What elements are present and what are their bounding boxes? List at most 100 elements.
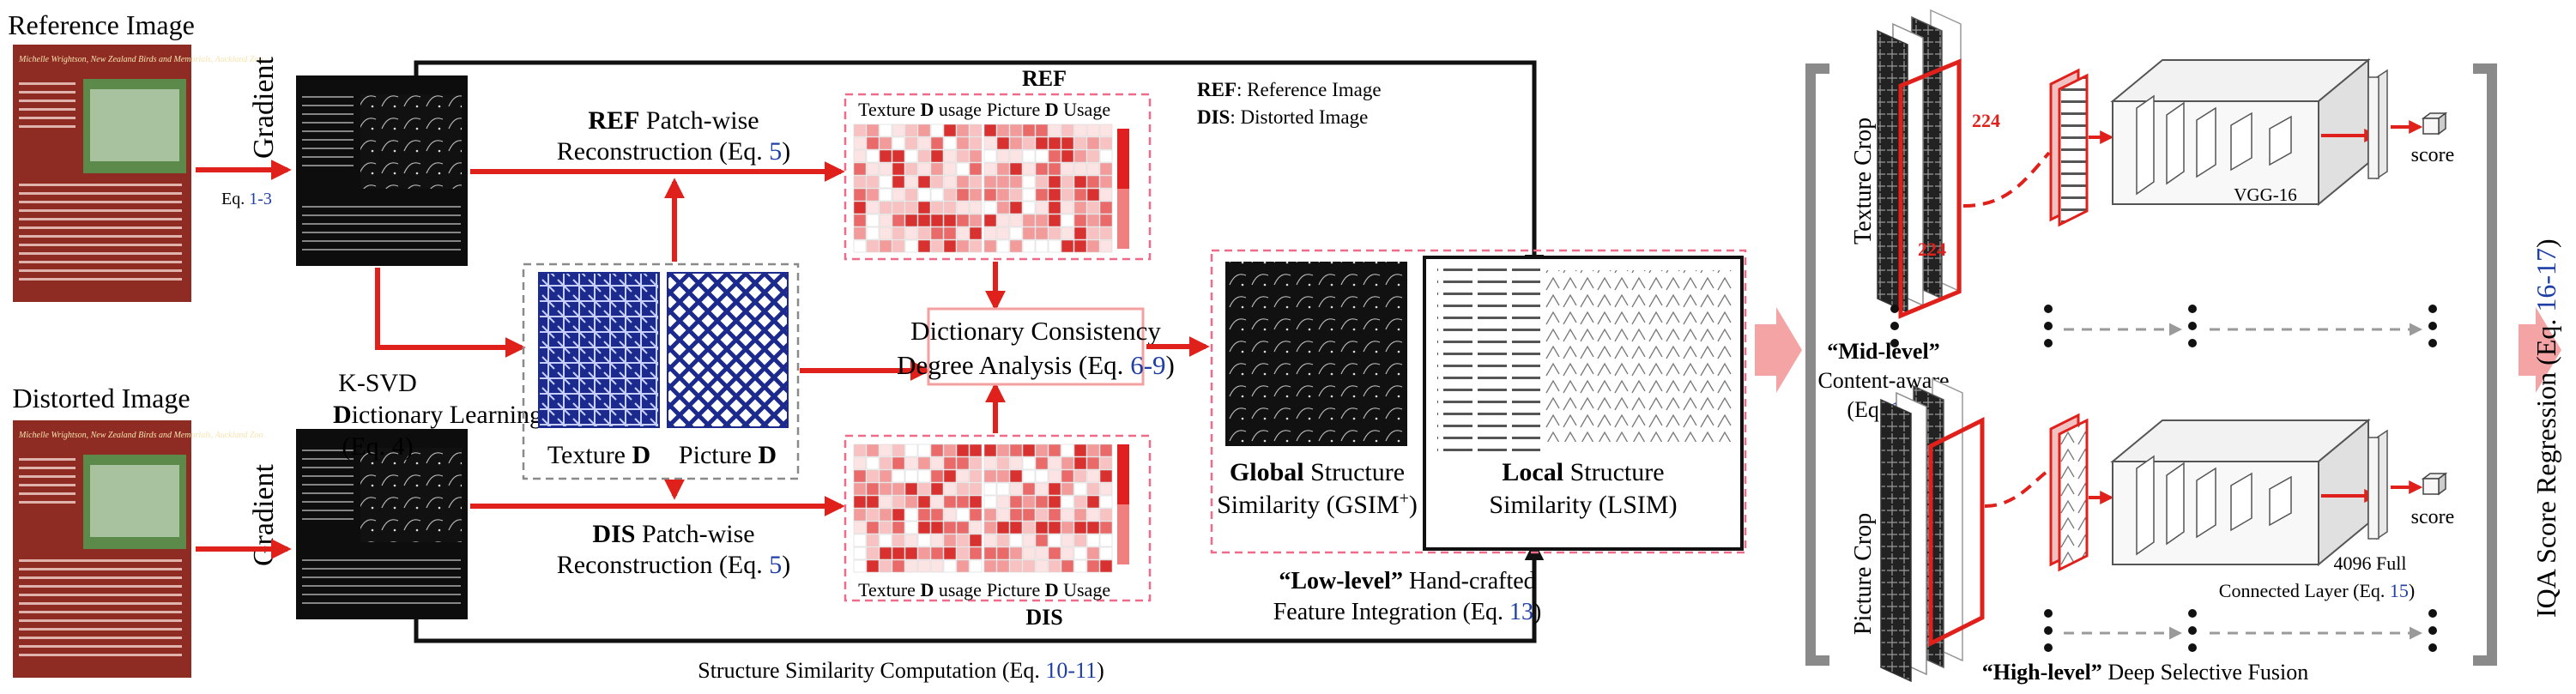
heatmap-cell <box>996 444 1010 457</box>
heatmap-cell <box>1048 559 1061 573</box>
heatmap-cell <box>1073 188 1087 202</box>
heatmap-cell <box>996 508 1010 522</box>
heatmap-cell <box>956 482 970 496</box>
heatmap-cell <box>1061 534 1074 547</box>
heatmap-cell <box>853 546 867 560</box>
heatmap-cell <box>904 201 918 214</box>
distorted-thumbnail-caption: Michelle Wrightson, New Zealand Birds an… <box>18 431 263 440</box>
heatmap-cell <box>956 226 970 240</box>
heatmap-cell <box>983 444 997 457</box>
heatmap-cell <box>1086 469 1100 483</box>
heatmap-cell <box>956 521 970 534</box>
heatmap-cell <box>1099 175 1113 189</box>
heatmap-cell <box>866 444 880 457</box>
fc-label-line2: Connected Layer (Eq. 15) <box>2219 580 2415 601</box>
fc-label-line1: 4096 Full <box>2334 552 2407 574</box>
heatmap-cell <box>969 214 983 227</box>
heatmap-cell <box>1073 175 1087 189</box>
right-bracket <box>2473 63 2497 666</box>
heatmap-cell <box>1048 214 1061 227</box>
heatmap-cell <box>983 188 997 202</box>
heatmap-cell <box>1009 456 1023 470</box>
left-bracket <box>1805 63 1829 666</box>
iqa-regression-label: IQA Score Regression (Eq. 16-17) <box>2531 238 2561 618</box>
heatmap-cell <box>969 136 983 150</box>
heatmap-cell <box>1086 188 1100 202</box>
heatmap-cell <box>879 149 892 163</box>
heatmap-cell <box>904 214 918 227</box>
heatmap-cell <box>930 559 944 573</box>
heatmap-cell <box>904 495 918 509</box>
heatmap-cell <box>1073 482 1087 496</box>
low-level-line1: “Low-level” Hand-crafted <box>1279 568 1535 594</box>
heatmap-cell <box>1061 175 1074 189</box>
heatmap-cell <box>1061 214 1074 227</box>
heatmap-cell <box>1048 239 1061 253</box>
ellipsis-dots-row-middle <box>1890 305 2437 347</box>
heatmap-cell <box>1048 482 1061 496</box>
heatmap-cell <box>1099 469 1113 483</box>
heatmap-cell <box>930 534 944 547</box>
heatmap-cell <box>1099 226 1113 240</box>
ksvd-label-line3: (Eq. 4) <box>342 432 413 461</box>
heatmap-cell <box>853 149 867 163</box>
picture-crop-label: Picture Crop <box>1850 513 1877 635</box>
heatmap-cell <box>853 175 867 189</box>
heatmap-cell <box>917 546 931 560</box>
heatmap-cell <box>879 456 892 470</box>
heatmap-cell <box>866 239 880 253</box>
heatmap-cell <box>879 508 892 522</box>
heatmap-cell <box>866 188 880 202</box>
ref-colorbar-top <box>1117 129 1129 189</box>
heatmap-cell <box>969 546 983 560</box>
vgg16-network-bottom <box>2110 418 2371 567</box>
heatmap-cell <box>1035 559 1049 573</box>
heatmap-cell <box>956 546 970 560</box>
heatmap-cell <box>879 214 892 227</box>
heatmap-cell <box>1061 226 1074 240</box>
heatmap-cell <box>892 546 905 560</box>
heatmap-cell <box>1022 469 1036 483</box>
heatmap-cell <box>943 495 957 509</box>
heatmap-cell <box>943 444 957 457</box>
heatmap-cell <box>1048 444 1061 457</box>
ksvd-label-line2: Dictionary Learning <box>333 401 542 429</box>
heatmap-cell <box>943 175 957 189</box>
heatmap-cell <box>1009 214 1023 227</box>
lsim-picture-map <box>1545 270 1733 442</box>
heatmap-cell <box>904 559 918 573</box>
heatmap-cell <box>892 239 905 253</box>
heatmap-cell <box>1099 482 1113 496</box>
heatmap-cell <box>983 214 997 227</box>
heatmap-cell <box>956 456 970 470</box>
ref-texture-usage-label: Texture D usage <box>858 99 982 120</box>
heatmap-cell <box>1086 175 1100 189</box>
heatmap-cell <box>943 162 957 176</box>
heatmap-cell <box>853 136 867 150</box>
heatmap-cell <box>917 136 931 150</box>
heatmap-cell <box>1048 149 1061 163</box>
heatmap-cell <box>943 149 957 163</box>
ellipsis-dots-row-bottom <box>2044 609 2437 652</box>
heatmap-cell <box>892 188 905 202</box>
heatmap-cell <box>917 508 931 522</box>
heatmap-cell <box>996 188 1010 202</box>
heatmap-cell <box>1086 136 1100 150</box>
heatmap-cell <box>1035 136 1049 150</box>
heatmap-cell <box>969 162 983 176</box>
heatmap-cell <box>1035 226 1049 240</box>
heatmap-cell <box>956 136 970 150</box>
heatmap-cell <box>1009 175 1023 189</box>
heatmap-cell <box>943 534 957 547</box>
dis-heatmap-title: DIS <box>1025 605 1062 630</box>
heatmap-cell <box>1061 188 1074 202</box>
heatmap-cell <box>943 482 957 496</box>
heatmap-cell <box>1086 201 1100 214</box>
heatmap-cell <box>956 469 970 483</box>
heatmap-cell <box>930 175 944 189</box>
heatmap-cell <box>969 469 983 483</box>
heatmap-cell <box>853 226 867 240</box>
heatmap-cell <box>969 175 983 189</box>
heatmap-cell <box>866 124 880 137</box>
reference-image-label: Reference Image <box>8 9 195 40</box>
